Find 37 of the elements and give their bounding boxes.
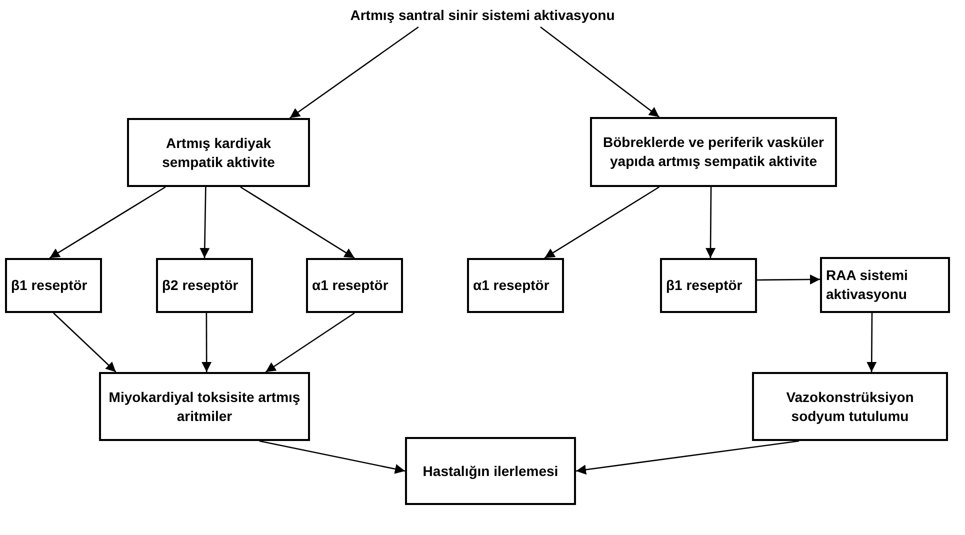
box-label: Böbreklerde ve periferik vasküler yapıda artmış sempatik aktivite	[602, 133, 825, 171]
process-box	[820, 257, 950, 313]
process-box	[405, 437, 576, 505]
box-label: Miyokardiyal toksisite artmış aritmiler	[108, 388, 302, 426]
process-box	[467, 258, 564, 313]
arrow	[706, 187, 716, 258]
process-box	[127, 118, 310, 187]
process-box	[590, 117, 837, 187]
arrow	[866, 313, 877, 372]
box-label: RAA sistemi aktivasyonu	[826, 266, 909, 304]
box-label: α1 reseptör	[312, 276, 388, 295]
box-label: β2 reseptör	[162, 276, 238, 295]
process-box	[306, 258, 403, 313]
arrow	[259, 440, 406, 474]
arrow	[576, 440, 800, 475]
box-label: β1 reseptör	[11, 276, 88, 295]
process-box	[99, 372, 310, 441]
box-label: α1 reseptör	[473, 276, 550, 295]
process-box	[5, 258, 102, 313]
arrow	[544, 186, 660, 259]
arrow	[757, 274, 820, 284]
arrow	[202, 313, 212, 372]
arrow	[265, 312, 355, 373]
arrow	[540, 26, 660, 118]
arrow	[53, 312, 116, 372]
box-label: Artmış kardiyak sempatik aktivite	[161, 134, 276, 172]
arrow	[200, 186, 210, 258]
arrow	[49, 186, 166, 259]
arrow	[290, 26, 419, 119]
box-label: Vazokonstrüksiyon sodyum tutulumu	[785, 388, 915, 426]
process-box	[752, 372, 948, 441]
heading-text: Artmış santral sinir sistemi aktivasyonu	[350, 6, 615, 24]
box-label: Hastalığın ilerlemesi	[422, 462, 558, 480]
box-label: β1 reseptör	[666, 276, 742, 295]
arrow	[240, 186, 355, 259]
process-box	[660, 258, 757, 313]
process-box	[156, 258, 253, 313]
